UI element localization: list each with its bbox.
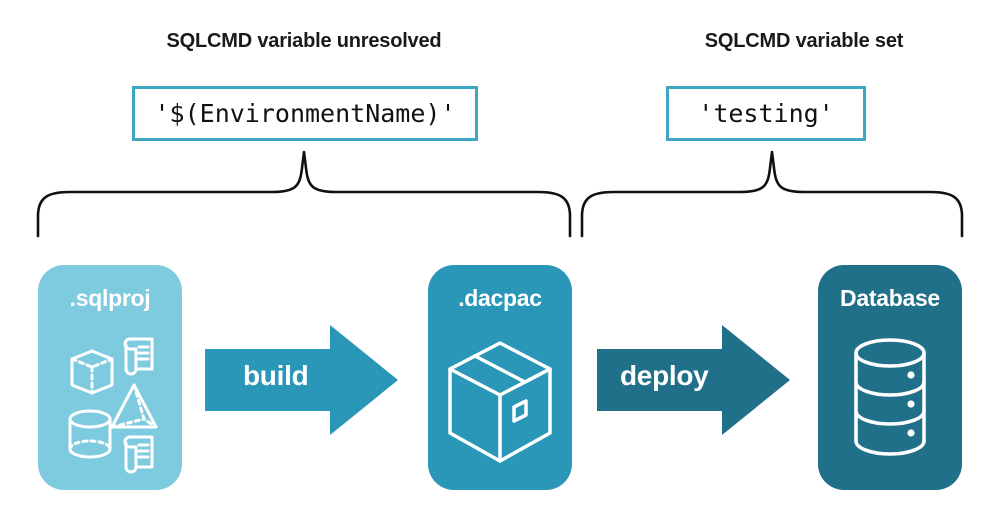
card-dacpac: .dacpac [428, 265, 572, 490]
arrow-build [205, 325, 398, 435]
brace-right-icon [580, 150, 964, 238]
card-database: Database [818, 265, 962, 490]
section-title-left: SQLCMD variable unresolved [166, 30, 442, 52]
card-sqlproj: .sqlproj [38, 265, 182, 490]
card-database-label: Database [840, 285, 940, 311]
database-cylinder-icon [854, 338, 926, 456]
package-box-icon [448, 341, 552, 463]
arrow-build-shape [205, 325, 398, 435]
card-sqlproj-label: .sqlproj [69, 285, 151, 311]
code-box-resolved-variable: 'testing' [666, 86, 866, 141]
arrow-deploy-shape [597, 325, 790, 435]
arrow-build-label: build [243, 360, 309, 391]
shapes-and-scripts-icon [68, 337, 158, 474]
card-dacpac-label: .dacpac [458, 285, 542, 311]
section-title-right: SQLCMD variable set [704, 30, 904, 52]
arrow-deploy [597, 325, 790, 435]
code-box-unresolved-variable: '$(EnvironmentName)' [132, 86, 478, 141]
brace-left-icon [36, 150, 572, 238]
arrow-deploy-label: deploy [620, 360, 709, 391]
